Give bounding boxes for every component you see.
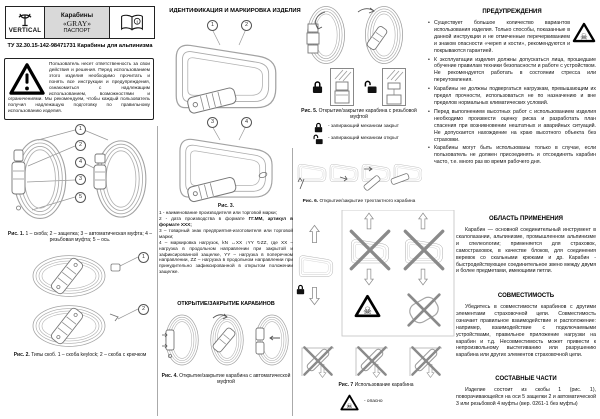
fig3-callout-1: 1	[207, 20, 218, 31]
fig2-callout-2: 2	[138, 304, 149, 315]
warning-item-2: К эксплуатации изделия должны допускатьс…	[428, 57, 596, 85]
warnings-list: Существует большое количество вариантов …	[428, 20, 596, 168]
fig5-legend-open-row: - запирающий механизм открыт	[306, 134, 422, 145]
fig4-caption-text: Открытие/закрытие карабина с автоматичес…	[179, 373, 291, 386]
fig6-triple-action-gate-drawing	[297, 163, 422, 191]
user-responsibility-warning-box: Пользователь несет ответственность за св…	[4, 58, 154, 120]
exclamation-warning-triangle-icon	[8, 62, 46, 96]
fig2-caption-text: Типы скоб. 1 – скоба keylock; 2 – скоба …	[31, 352, 147, 358]
fig5-inset-open	[382, 68, 406, 106]
doc-title-box: Карабины «GRAY» ПАСПОРТ	[45, 6, 109, 39]
figure-3-caption-block: Рис. 3. 1 - наименование производителя и…	[159, 203, 293, 275]
fig7-label: Рис. 7	[338, 382, 354, 388]
fig2-gate-types-drawing	[32, 254, 139, 348]
fig1-carabiner-parts-drawing	[11, 129, 147, 220]
fig1-callout-5: 5	[75, 192, 86, 203]
fig5-screw-gate-open-close-drawing	[306, 6, 404, 64]
warning-item-1: Существует большое количество вариантов …	[428, 20, 596, 55]
model-name: «GRAY»	[62, 18, 92, 28]
application-text: Карабин — основной соединительный инстру…	[456, 227, 596, 275]
section-title-application: ОБЛАСТЬ ПРИМЕНЕНИЯ	[489, 216, 563, 222]
fig1-caption-text: 1 – скоба; 2 – защелка; 3 – автоматическ…	[25, 231, 153, 244]
section-title-warnings: ПРЕДУПРЕЖДЕНИЯ	[482, 9, 542, 15]
manual-icon-box: i	[109, 6, 155, 39]
fig3-label: Рис. 3.	[217, 203, 235, 209]
fig3-line1: 1 - наименование производителя или торго…	[159, 210, 277, 216]
figure-6-caption: Рис. 6. Открытие/закрытие трехтактного к…	[296, 199, 422, 205]
divider-col2-col3	[292, 148, 293, 416]
fig3a-marked-carabiner-drawing	[175, 28, 277, 114]
fig5-legend-open-text: - запирающий механизм открыт	[328, 136, 399, 141]
fig7-usage-drawing	[296, 210, 455, 378]
warning-box-text: Пользователь несет ответственность за св…	[8, 61, 150, 114]
skull-danger-triangle-icon	[572, 22, 596, 43]
fig1-label: Рис. 1.	[7, 231, 25, 237]
fig3-line4: 4 – маркировка нагрузок, kN ↔XX ↕YY ↻ZZ,…	[159, 239, 293, 275]
padlock-closed-icon-small	[314, 122, 323, 133]
divider-col1-col2	[157, 126, 158, 416]
fig5-label: Рис. 5.	[301, 108, 318, 114]
figure-4-diagram	[160, 310, 292, 370]
fig6-label: Рис. 6.	[302, 199, 319, 204]
fig3-line2: 2 - дата производства в формате ГГ.ММ, а…	[159, 216, 293, 228]
fig2-callout-1: 1	[138, 252, 149, 263]
figure-4-caption: Рис. 4. Открытие/закрытие карабина с авт…	[160, 373, 292, 385]
fig5-inset-open-drawing	[386, 69, 404, 105]
section-title-components: СОСТАВНЫЕ ЧАСТИ	[495, 376, 557, 382]
fig5-legend-closed-text: - запирающий механизм закрыт	[328, 124, 399, 129]
fig7-danger-legend: - опасно	[364, 399, 383, 404]
fig3-line3: 3 – товарный знак предприятия-изготовите…	[159, 227, 293, 239]
svg-text:i: i	[136, 19, 138, 25]
fig6-caption-text: Открытие/закрытие трехтактного карабина	[319, 199, 416, 204]
doc-type: ПАСПОРТ	[63, 27, 91, 34]
fig3-callout-2: 2	[241, 20, 252, 31]
fig5-lock-insets-row	[298, 68, 422, 106]
padlock-closed-icon	[312, 80, 323, 94]
fig3-callout-3: 3	[207, 117, 218, 128]
fig5-legend-closed-row: - запирающий механизм закрыт	[306, 122, 422, 133]
fig5-inset-closed	[330, 68, 354, 106]
fig1-callout-3: 3	[75, 174, 86, 185]
fig1-callout-2: 2	[75, 140, 86, 151]
figure-2-caption: Рис. 2. Типы скоб. 1 – скоба keylock; 2 …	[4, 352, 156, 358]
figure-7-caption: Рис. 7 Использование карабина	[296, 382, 456, 388]
figure-3a-diagram: 1 2	[160, 20, 292, 116]
warning-item-4: Перед выполнением высотных работ с испол…	[428, 109, 596, 144]
brand-logo-box: VERTICAL	[5, 6, 45, 39]
figure-6-diagram	[296, 147, 422, 197]
product-name: Карабины	[60, 11, 94, 19]
vertical-tree-logo-icon	[18, 13, 32, 26]
section-title-identification: ИДЕНТИФИКАЦИЯ И МАРКИРОВКА ИЗДЕЛИЯ	[169, 8, 301, 14]
figure-1-caption: Рис. 1. 1 – скоба; 2 – защелка; 3 – авто…	[4, 231, 156, 243]
fig3b-marked-carabiner-drawing	[179, 125, 273, 203]
figure-7-diagram: Рис. 7 Использование карабина - опасно	[296, 210, 456, 416]
warning-item-5: Карабины могут быть использованы только …	[428, 145, 596, 166]
fig7-caption-text: Использование карабина	[354, 382, 414, 388]
standard-number-line: ТУ 32.30.15-142-98471731 Карабины для ал…	[7, 43, 153, 49]
fig5-inset-closed-drawing	[334, 69, 352, 104]
brand-name: VERTICAL	[8, 26, 42, 34]
figure-5-caption: Рис. 5. Открытие/закрытие карабина с рез…	[296, 108, 422, 120]
fig4-label: Рис. 4.	[161, 373, 178, 379]
warning-item-3: Карабины не должны подвергаться нагрузка…	[428, 86, 596, 107]
fig3-callout-4: 4	[241, 117, 252, 128]
read-manual-book-icon: i	[121, 14, 143, 30]
compatibility-text: Убедитесь в совместимости карабинов с др…	[456, 304, 596, 359]
figure-2-diagram: 1 2	[4, 250, 156, 350]
figure-1-diagram: 1 2 4 3 5	[4, 124, 156, 230]
fig5-caption-text: Открытие/закрытие карабина с резьбовой м…	[318, 108, 417, 121]
padlock-open-icon-small	[313, 134, 323, 145]
figure-3b-diagram: 3 4	[160, 117, 292, 203]
skull-danger-triangle-icon	[340, 394, 359, 411]
padlock-open-icon	[364, 80, 377, 94]
fig1-callout-4: 4	[75, 157, 86, 168]
figure-5-diagram	[298, 2, 422, 66]
fig4-auto-gate-open-close-drawing	[162, 313, 289, 366]
section-title-open-close: ОТКРЫТИЕ/ЗАКРЫТИЕ КАРАБИНОВ	[177, 301, 275, 307]
fig1-callout-1: 1	[75, 124, 86, 135]
fig2-label: Рис. 2.	[13, 352, 30, 358]
components-text: Изделие состоит из скобы 1 (рис. 1), пов…	[456, 387, 596, 407]
title-block: VERTICAL Карабины «GRAY» ПАСПОРТ i	[5, 6, 155, 39]
section-title-compatibility: СОВМЕСТИМОСТЬ	[497, 293, 555, 299]
